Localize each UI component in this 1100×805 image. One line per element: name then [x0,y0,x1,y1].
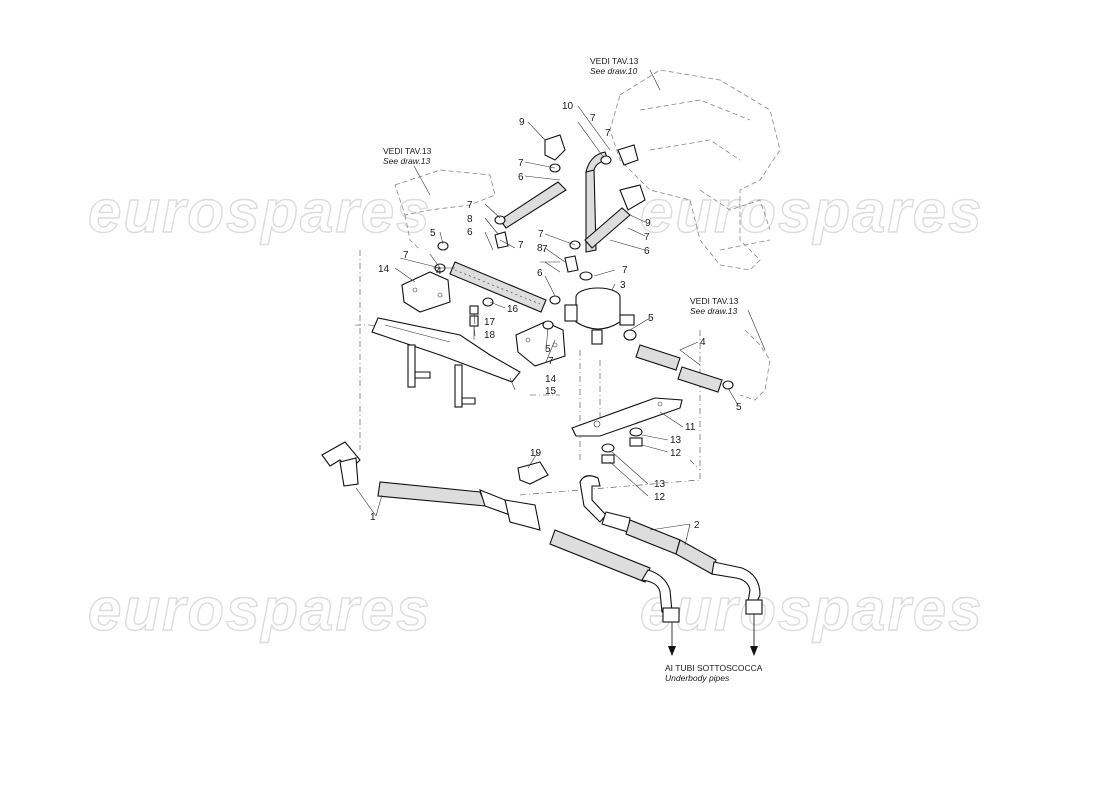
part-number-7a: 7 [590,113,596,124]
part-number-17: 17 [484,317,496,328]
fuel-hose-part-2 [579,475,763,615]
part-number-9b: 9 [645,218,651,229]
part-number-4a: 4 [436,266,442,277]
part-number-8b: 8 [537,243,543,254]
callout-mid-right-en: See draw.13 [690,306,738,316]
callout-bottom: AI TUBI SOTTOSCOCCA Underbody pipes [665,663,763,683]
part-number-10: 10 [562,101,574,112]
part-number-7d: 7 [518,240,524,251]
watermark-group: eurospares eurospares eurospares eurospa… [87,177,984,643]
reference-left-ghost [394,169,496,251]
callout-top-left-en: See draw.13 [383,156,431,166]
fitting-part-9a [544,134,566,161]
reference-right-ghost [739,329,771,401]
part-number-7i: 7 [548,356,554,367]
part-number-7c: 7 [467,200,473,211]
part-number-15: 15 [545,386,557,397]
reference-intake-ghost [609,69,781,271]
callout-top-left-it: VEDI TAV.13 [383,146,432,156]
pressure-regulator-part-3 [564,287,635,345]
watermark-bottom-left: eurospares [88,576,432,643]
part-number-3: 3 [620,280,626,291]
part-number-8a: 8 [467,214,473,225]
hose-part-4b [635,344,723,393]
part-number-7e: 7 [538,229,544,240]
outlet-arrows [668,614,758,656]
watermark-bottom-right: eurospares [640,576,984,643]
callout-top-right: VEDI TAV.13 See draw.10 [590,56,639,76]
callout-bottom-it: AI TUBI SOTTOSCOCCA [665,663,763,673]
part-number-6b: 6 [467,227,473,238]
hose-part-4a [449,261,547,313]
part-number-9a: 9 [519,117,525,128]
part-number-5c: 5 [648,313,654,324]
part-number-5b: 5 [545,344,551,355]
watermark-top-left: eurospares [88,178,432,245]
support-plate-part-11 [571,397,683,437]
part-number-16: 16 [507,304,519,315]
injector-cover-part-14b [515,321,566,367]
part-number-7j: 7 [542,244,548,255]
part-number-6a: 6 [518,172,524,183]
part-number-1: 1 [370,512,376,523]
fitting-part-9b [619,184,646,211]
part-number-18: 18 [484,330,496,341]
part-number-19: 19 [530,448,542,459]
fittings-part-8 [494,231,579,273]
part-number-14a: 14 [378,264,390,275]
fitting-part-10 [617,144,639,166]
part-number-12a: 12 [670,448,682,459]
part-number-6c: 6 [537,268,543,279]
part-number-13a: 13 [670,435,682,446]
part-number-11: 11 [685,422,696,433]
watermark-top-right: eurospares [640,178,984,245]
injector-cover-part-14a [401,271,451,313]
leader-lines [355,69,766,546]
part-number-4b: 4 [700,337,706,348]
part-number-7k: 7 [605,128,611,139]
part-number-7b: 7 [518,158,524,169]
clip-part-19 [517,461,549,485]
part-number-7h: 7 [403,250,409,261]
callout-mid-right: VEDI TAV.13 See draw.13 [690,296,739,316]
part-number-14b: 14 [545,374,557,385]
part-number-13b: 13 [654,479,666,490]
callout-top-left: VEDI TAV.13 See draw.13 [383,146,432,166]
callout-mid-right-it: VEDI TAV.13 [690,296,739,306]
callout-top-right-it: VEDI TAV.13 [590,56,639,66]
part-number-5a: 5 [430,228,436,239]
part-number-7g: 7 [622,265,628,276]
part-number-5d: 5 [736,402,742,413]
callout-top-right-en: See draw.10 [590,66,638,76]
part-number-6d: 6 [644,246,650,257]
callout-bottom-en: Underbody pipes [665,673,730,683]
vacuum-hose-part-6a [499,181,567,229]
part-number-12b: 12 [654,492,666,503]
nuts-part-12-13 [601,427,643,464]
part-number-7f: 7 [644,232,650,243]
construction-lines [355,250,701,496]
rail-bracket-part-15 [371,317,521,408]
part-number-labels: 1 2 3 4 4 5 5 5 5 6 6 6 6 7 7 7 7 7 7 7 … [370,101,742,531]
fuel-hose-part-1 [321,441,680,623]
clamps-part-7 [434,155,612,305]
part-number-2: 2 [694,520,700,531]
